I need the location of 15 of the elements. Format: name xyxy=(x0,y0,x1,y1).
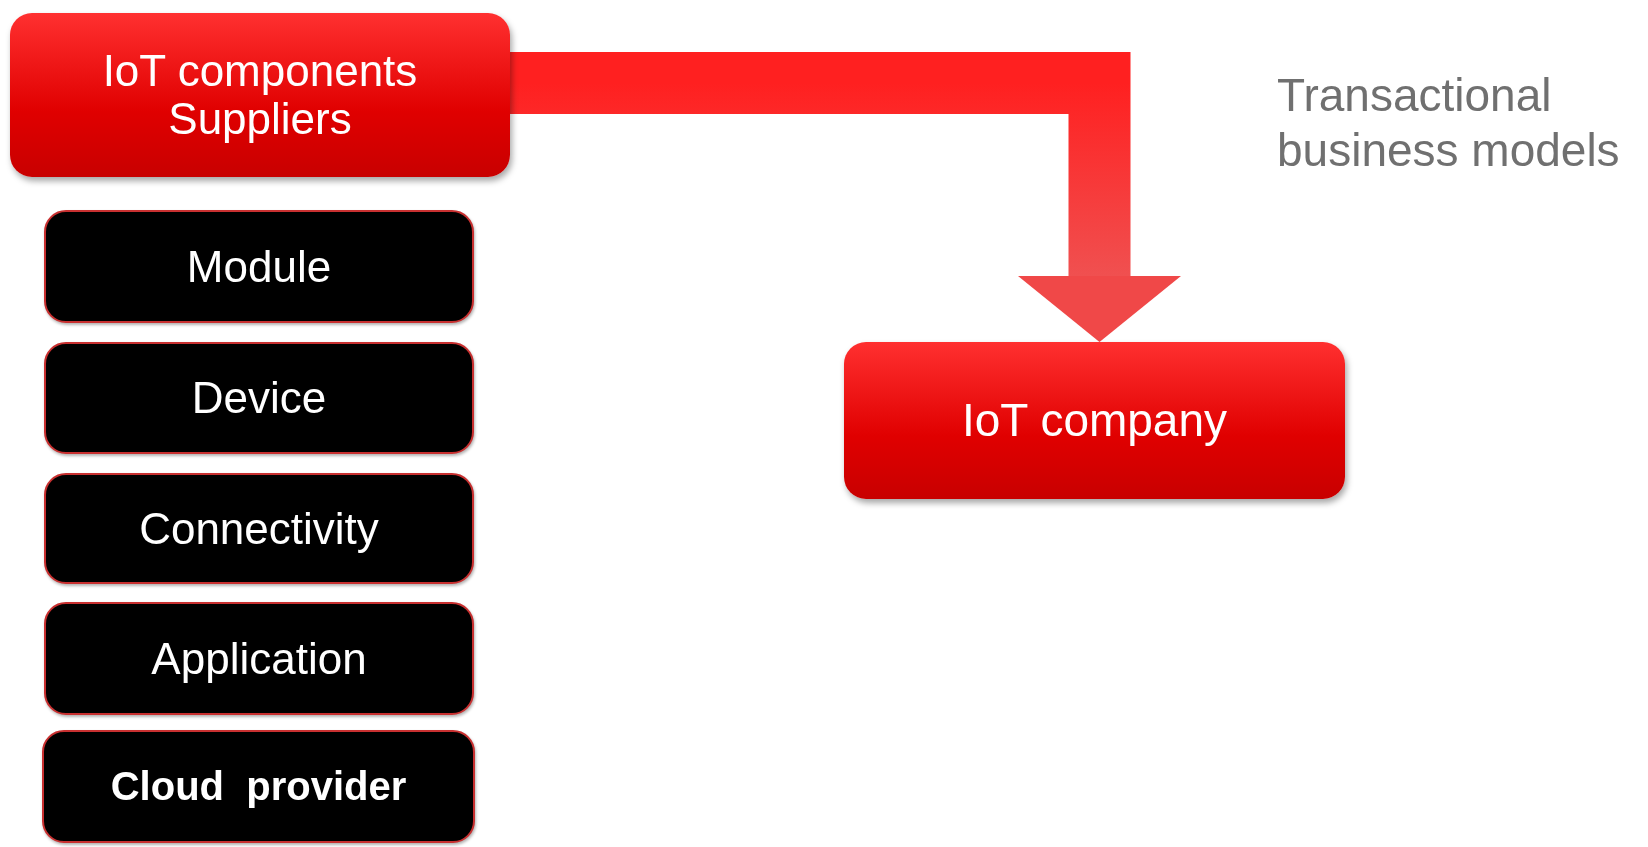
process-box xyxy=(44,473,474,584)
box-label: IoT company xyxy=(961,395,1228,446)
process-box xyxy=(44,342,474,454)
box-label: Application xyxy=(151,634,367,683)
box-label: Connectivity xyxy=(139,504,379,553)
box-label: IoT components Suppliers xyxy=(101,47,419,143)
process-box xyxy=(42,730,475,843)
box-label: Device xyxy=(191,374,327,422)
bent-arrow xyxy=(510,52,1181,342)
process-box xyxy=(844,342,1345,499)
box-label: Cloud provider xyxy=(110,764,407,809)
process-box xyxy=(44,602,474,715)
process-box xyxy=(44,210,474,323)
process-box xyxy=(10,13,510,177)
box-label: Module xyxy=(186,242,332,291)
